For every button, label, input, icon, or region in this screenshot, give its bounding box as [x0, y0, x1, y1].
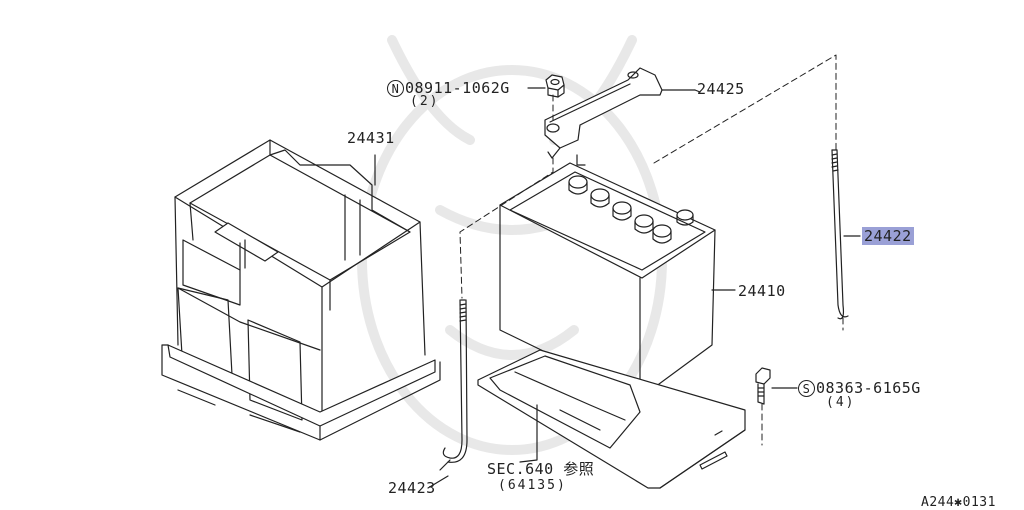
- figure-code: A244✱0131: [921, 495, 996, 510]
- bolt-prefix-circle: S: [798, 380, 815, 397]
- tray-part-label: (64135): [498, 478, 567, 493]
- rod-right-part-number: 24422: [862, 227, 914, 245]
- battery-tray: [477, 349, 746, 489]
- bolt: [755, 367, 798, 405]
- nut-qty-label: (2): [410, 94, 440, 109]
- rod-left-24423: [439, 299, 468, 471]
- nut-prefix-circle: N: [387, 80, 404, 97]
- bolt-part-number: 08363-6165G: [816, 379, 921, 397]
- rod-right-24422: [831, 149, 861, 320]
- battery-label[interactable]: 24410: [738, 282, 786, 300]
- tray-sec-label[interactable]: SEC.640 参照: [487, 460, 595, 478]
- clamp-bracket-24425: [544, 67, 696, 159]
- clamp-bracket-label[interactable]: 24425: [697, 80, 745, 98]
- nut: [545, 74, 565, 98]
- rod-right-label[interactable]: 24422: [862, 227, 914, 245]
- nut-part-number: 08911-1062G: [405, 79, 510, 97]
- battery-box-24431: [161, 139, 441, 441]
- rod-left-label[interactable]: 24423: [388, 479, 436, 497]
- battery-box-label[interactable]: 24431: [347, 129, 395, 147]
- bolt-qty-label: (4): [826, 395, 856, 410]
- battery-24410: [499, 154, 736, 399]
